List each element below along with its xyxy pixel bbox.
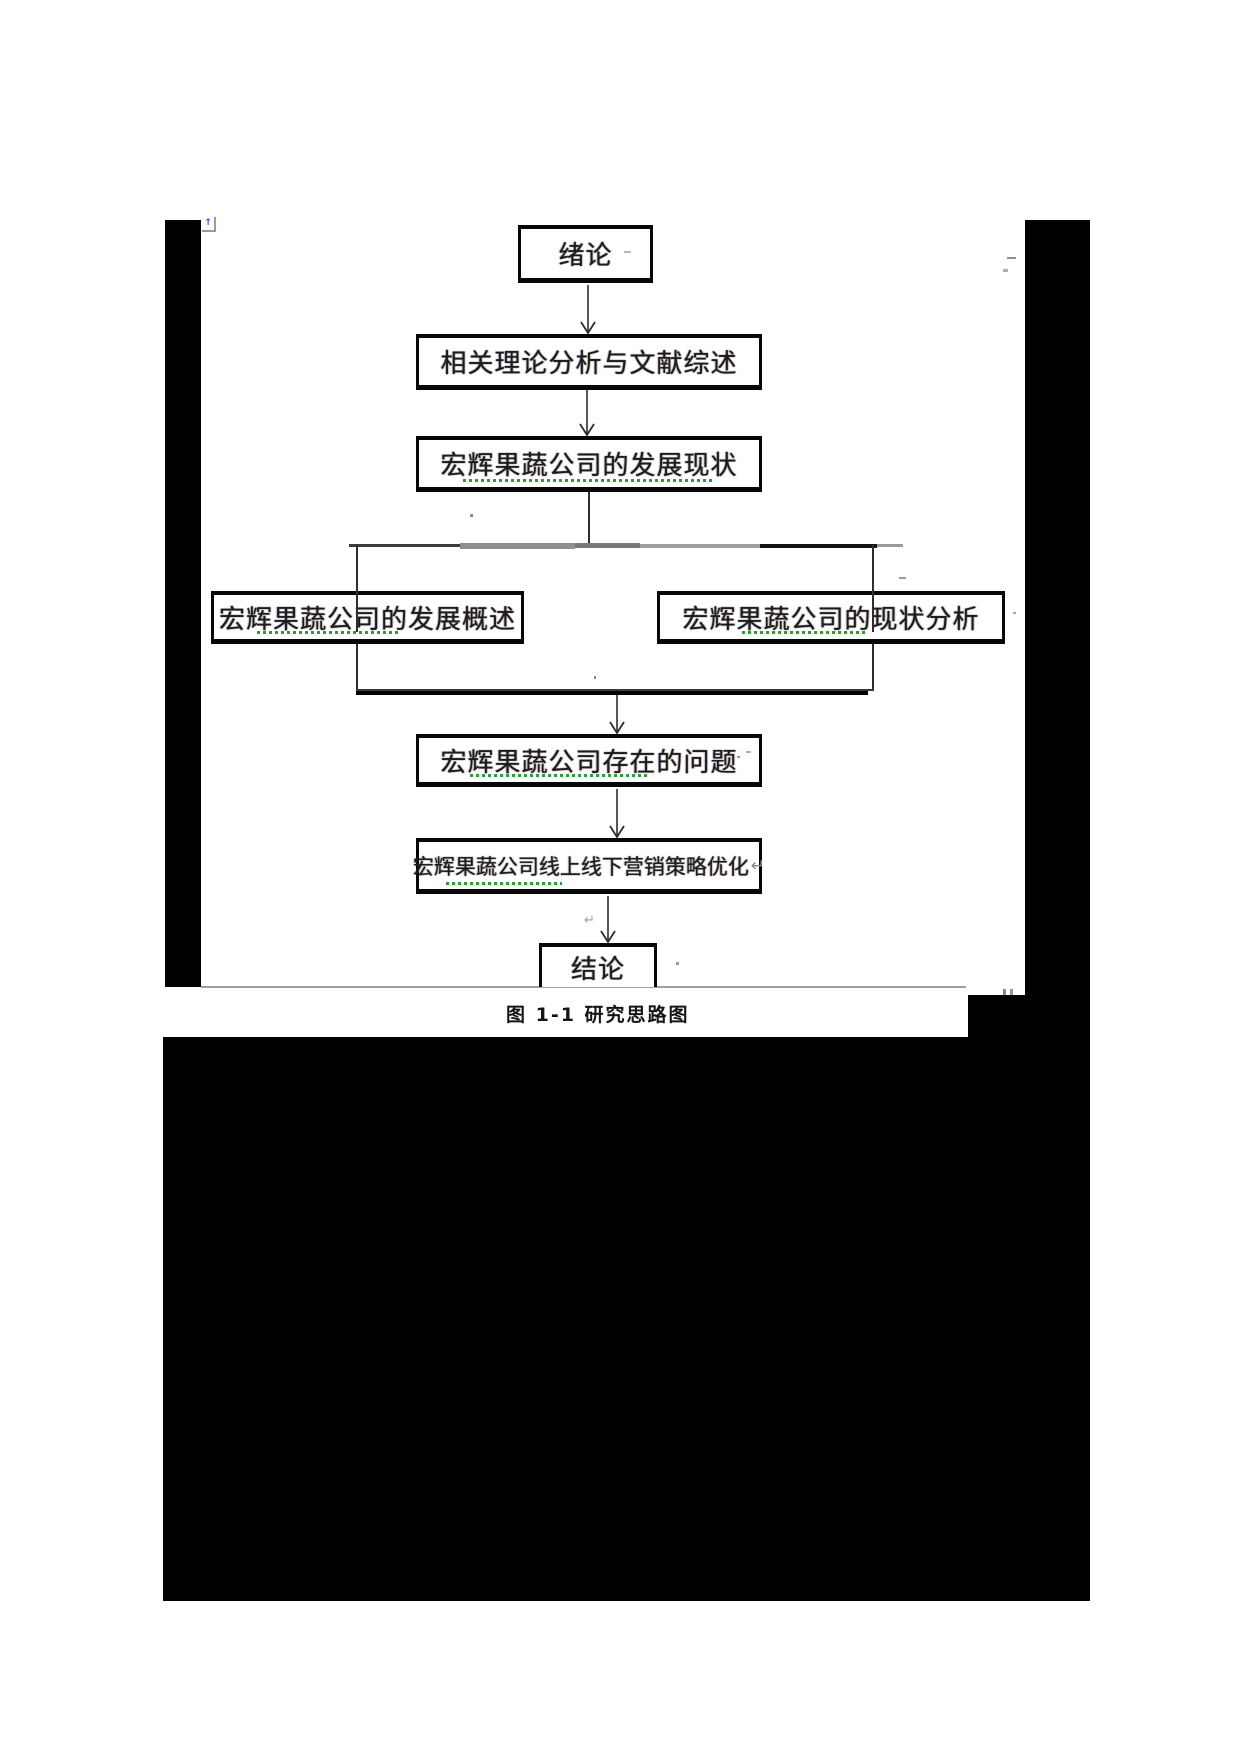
flow-node-label: 宏辉果蔬公司的发展概述	[218, 604, 516, 634]
flow-node-label: 宏辉果蔬公司存在的问题	[440, 747, 738, 777]
scan-artifact	[470, 514, 473, 517]
flow-node-label: 宏辉果蔬公司的发展现状	[440, 451, 738, 480]
return-mark: ↵	[750, 855, 766, 876]
scan-artifact	[1003, 269, 1008, 272]
flow-node-intro: 绪论	[518, 225, 653, 283]
flow-node-label: 宏辉果蔬公司的现状分析	[682, 604, 980, 634]
spellcheck-squiggle	[742, 631, 866, 634]
arrow-intro-theory	[580, 285, 596, 334]
scan-artifact	[1003, 989, 1006, 995]
anchor-icon: ↑	[202, 217, 216, 232]
flow-node-label: 结论	[570, 954, 625, 984]
flow-node-conclusion: 结论	[539, 943, 657, 987]
scan-artifact	[1013, 612, 1016, 614]
scan-black-right-bar	[1025, 220, 1090, 995]
merge-line-horizontal	[356, 689, 874, 691]
scan-black-bottom-block	[163, 1037, 1090, 1601]
connector-stem	[588, 492, 590, 545]
scan-artifact	[746, 751, 751, 753]
scan-bottom-edge	[201, 986, 966, 988]
arrow-merge-problems	[609, 694, 625, 734]
flow-node-label: 相关理论分析与文献综述	[440, 349, 738, 378]
scan-artifact	[676, 962, 679, 965]
scan-black-left-bar	[165, 220, 201, 987]
spellcheck-squiggle	[446, 882, 562, 885]
branch-line-segment	[575, 543, 640, 548]
branch-line-segment	[349, 544, 460, 547]
flow-node-strategy: 宏辉果蔬公司线上线下营销策略优化↵	[412, 838, 766, 894]
flow-node-label: 宏辉果蔬公司线上线下营销策略优化	[412, 854, 749, 879]
figure-caption: 图 1-1 研究思路图	[506, 1004, 690, 1026]
branch-line-segment	[877, 544, 903, 547]
flow-node-analysis: 宏辉果蔬公司的现状分析	[657, 591, 1005, 644]
scan-artifact	[1010, 989, 1013, 995]
spellcheck-squiggle	[470, 774, 647, 777]
branch-line-left	[356, 545, 358, 632]
spellcheck-squiggle	[256, 631, 399, 634]
scan-artifact	[899, 577, 906, 579]
arrow-strategy-conclusion	[600, 896, 616, 943]
branch-line-segment	[460, 543, 575, 549]
branch-line-segment	[640, 544, 760, 548]
scan-black-step	[968, 995, 1090, 1037]
scan-artifact	[594, 676, 596, 679]
return-mark: ↵	[584, 913, 595, 928]
branch-line-segment	[760, 544, 877, 548]
flow-node-label: 绪论	[558, 241, 613, 270]
flow-node-theory: 相关理论分析与文献综述	[416, 334, 762, 390]
merge-line-left	[356, 644, 358, 691]
arrow-theory-status	[579, 390, 595, 436]
merge-line-right	[872, 644, 874, 691]
scan-artifact	[1007, 257, 1016, 259]
scan-artifact	[624, 251, 631, 253]
scan-artifact	[737, 756, 740, 758]
spellcheck-squiggle	[463, 479, 715, 482]
flow-node-problems: 宏辉果蔬公司存在的问题	[416, 734, 762, 787]
merge-line-shadow	[356, 691, 868, 695]
branch-line-right	[872, 545, 874, 632]
arrow-problems-strategy	[609, 789, 625, 838]
flow-node-status: 宏辉果蔬公司的发展现状	[416, 436, 762, 492]
flow-node-overview: 宏辉果蔬公司的发展概述	[211, 591, 524, 644]
